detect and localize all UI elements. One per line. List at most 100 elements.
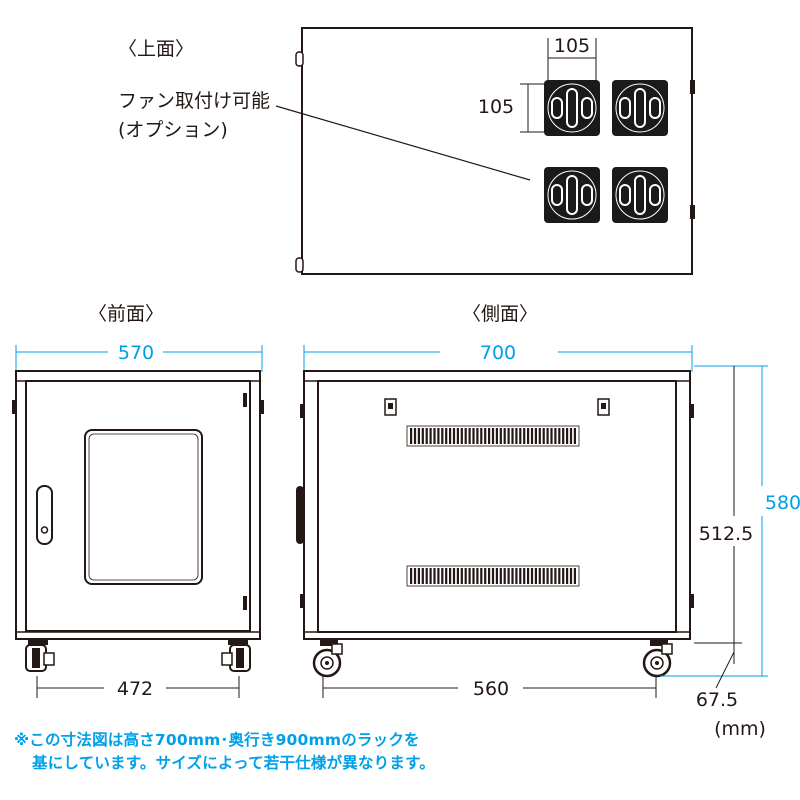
note-line-2: 基にしています。サイズによって若干仕様が異なります。 (32, 754, 435, 772)
vent-slot (441, 568, 444, 584)
vent-slot (527, 568, 530, 584)
vent-slot (558, 428, 561, 444)
vent-slot (413, 568, 417, 584)
vent-slot (460, 428, 463, 444)
front-width-label: 570 (118, 342, 154, 364)
vent-slot (573, 428, 576, 444)
vent-slot (538, 428, 541, 444)
fan-width-dimension (547, 38, 597, 80)
front-width-dimension (15, 345, 263, 372)
side-inner-dimension (322, 676, 657, 698)
note-line-1: ※この寸法図は高さ700mm･奥行き900mmのラックを (14, 731, 420, 749)
vent-slot (507, 568, 510, 584)
vent-slot (460, 568, 463, 584)
unit-label: (mm) (714, 718, 766, 740)
fan-grille-top-left (544, 80, 600, 136)
vent-slot (429, 428, 432, 444)
door-handle (36, 485, 53, 545)
side-lock-right (597, 398, 610, 416)
vent-slot (476, 428, 479, 444)
side-inner-label: 560 (473, 678, 509, 700)
vent-slot (417, 428, 420, 444)
top-view-cabinet (295, 27, 695, 275)
vent-slot (449, 568, 452, 584)
fan-width-label: 105 (554, 35, 590, 57)
vent-slot (488, 428, 491, 444)
vent-slot (550, 428, 553, 444)
vent-slot (519, 568, 522, 584)
vent-slot (546, 428, 549, 444)
front-inner-label: 472 (117, 678, 153, 700)
vent-slot (452, 568, 456, 584)
vent-slot (433, 428, 436, 444)
vent-slot (534, 428, 537, 444)
vent-slot (558, 568, 561, 584)
fan-height-label: 105 (478, 96, 514, 118)
vent-slot (491, 428, 495, 444)
vent-slot (523, 428, 526, 444)
vent-slot (534, 568, 537, 584)
vent-slot (562, 428, 565, 444)
vent-slot (476, 568, 479, 584)
vent-slot (562, 568, 565, 584)
vent-slot (433, 568, 436, 584)
front-caster-right (221, 639, 251, 672)
vent-slot (554, 568, 557, 584)
vent-slot (519, 428, 522, 444)
vent-slot (507, 428, 510, 444)
vent-slot (499, 428, 502, 444)
vent-slot (530, 568, 534, 584)
vent-slot (488, 568, 491, 584)
vent-slot (429, 568, 432, 584)
front-door-window (84, 429, 203, 585)
vent-slot (523, 568, 526, 584)
vent-slot (472, 568, 475, 584)
vent-slot (452, 428, 456, 444)
fan-height-dimension (520, 83, 548, 133)
fan-option-sublabel: (オプション) (118, 119, 228, 141)
vent-slot (410, 568, 413, 584)
vent-slot (480, 568, 483, 584)
vent-slot (410, 428, 413, 444)
fan-grille-top-right (612, 80, 668, 136)
vent-slot (445, 428, 448, 444)
vent-slot (566, 568, 569, 584)
vent-slot (573, 568, 576, 584)
vent-slot (437, 428, 440, 444)
front-inner-dimension (36, 676, 240, 698)
fan-option-label: ファン取付け可能 (118, 90, 270, 112)
vent-slot (441, 428, 444, 444)
vent-slot (449, 428, 452, 444)
vent-slot (515, 568, 518, 584)
vent-slot (538, 568, 541, 584)
vent-slot (569, 568, 573, 584)
front-view-title: 〈前面〉 (88, 303, 164, 325)
side-depth-dimension (303, 345, 693, 372)
vent-slot (515, 428, 518, 444)
vent-slot (472, 428, 475, 444)
vent-slot (569, 428, 573, 444)
vent-slot (495, 428, 498, 444)
vent-slot (480, 428, 483, 444)
side-depth-label: 700 (480, 342, 516, 364)
vent-slot (464, 428, 467, 444)
vent-slot (445, 568, 448, 584)
vent-slot (456, 428, 459, 444)
vent-slot (425, 428, 428, 444)
vent-slot (503, 428, 506, 444)
top-view-title: 〈上面〉 (118, 38, 194, 60)
vent-slot (542, 568, 545, 584)
vent-slot (464, 568, 467, 584)
caster-height-leader (715, 651, 735, 689)
vent-slot (417, 568, 420, 584)
vent-slot (527, 428, 530, 444)
vent-slot (499, 568, 502, 584)
vent-slot (491, 568, 495, 584)
vent-slot (530, 428, 534, 444)
total-height-label: 580 (765, 492, 800, 514)
vent-slot (546, 568, 549, 584)
vent-slot (550, 568, 553, 584)
vent-slot (425, 568, 428, 584)
vent-slot (413, 428, 417, 444)
